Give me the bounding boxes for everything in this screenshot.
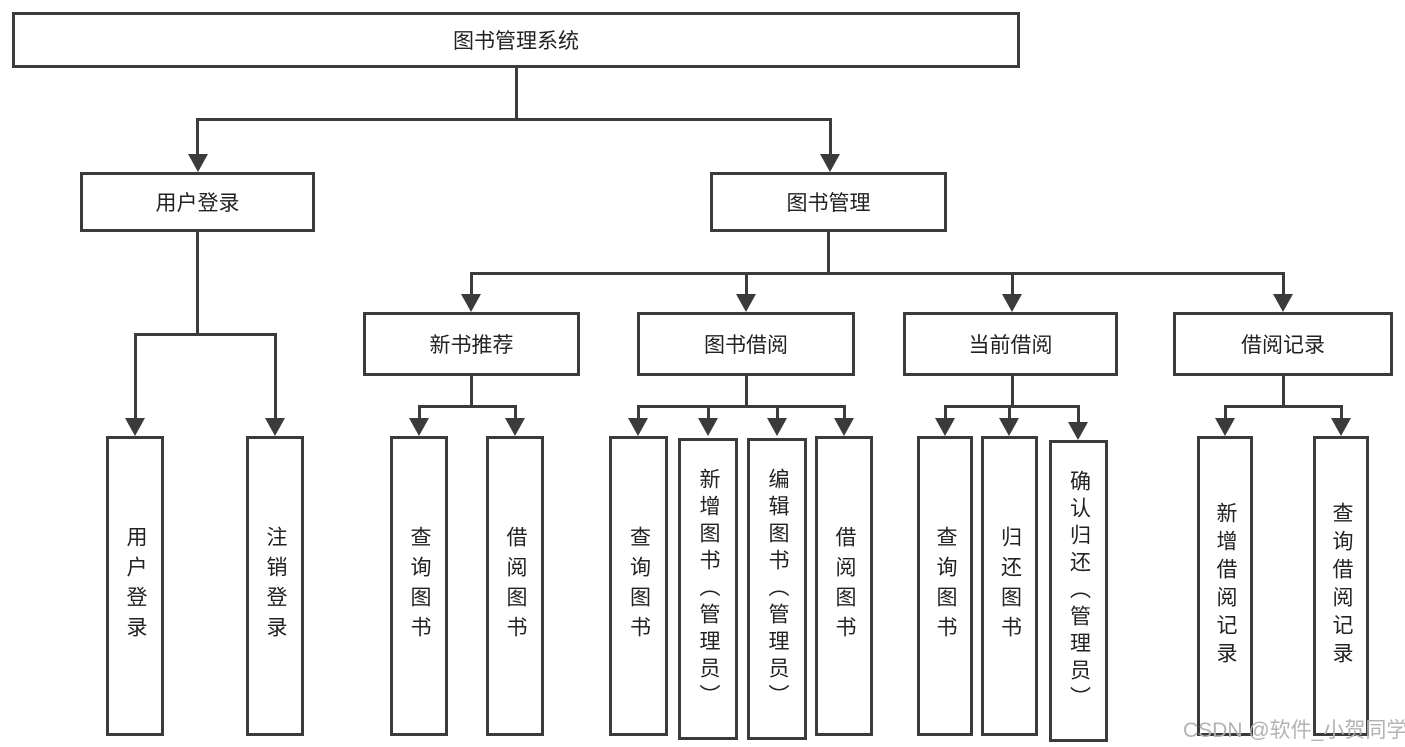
connector-stem-rec-add bbox=[1224, 405, 1227, 418]
arrowhead-rec-query bbox=[1331, 418, 1351, 436]
leaf-current-return-label: 归还图书 bbox=[998, 526, 1022, 646]
leaf-borrow-borrow-label: 借阅图书 bbox=[833, 526, 856, 646]
leaf-current-query: 查询图书 bbox=[917, 436, 973, 736]
connector-bookmgmt-hline bbox=[470, 272, 1285, 275]
connector-stem-bb-add bbox=[707, 405, 710, 418]
leaf-records-query: 查询借阅记录 bbox=[1313, 436, 1369, 736]
connector-stem-nb-query bbox=[418, 405, 421, 418]
connector-stem-new-book bbox=[470, 272, 473, 294]
connector-bookmgmt-vline bbox=[827, 232, 830, 272]
connector-records-vline bbox=[1282, 376, 1285, 405]
leaf-borrow-borrow: 借阅图书 bbox=[815, 436, 873, 736]
connector-stem-bb-query bbox=[637, 405, 640, 418]
leaf-current-return: 归还图书 bbox=[981, 436, 1038, 736]
connector-stem-leaf-logout bbox=[274, 333, 277, 418]
leaf-user-login: 用户登录 bbox=[106, 436, 164, 736]
leaf-records-query-label: 查询借阅记录 bbox=[1330, 502, 1353, 670]
leaf-borrow-query: 查询图书 bbox=[609, 436, 668, 736]
arrowhead-current-borrow bbox=[1002, 294, 1022, 312]
connector-newbook-hline bbox=[418, 405, 517, 408]
arrowhead-cb-query bbox=[935, 418, 955, 436]
leaf-current-query-label: 查询图书 bbox=[934, 526, 957, 646]
arrowhead-nb-borrow bbox=[505, 418, 525, 436]
node-user-login: 用户登录 bbox=[80, 172, 315, 232]
connector-stem-nb-borrow bbox=[514, 405, 517, 418]
leaf-borrow-edit-admin: 编辑图书（管理员） bbox=[747, 438, 807, 740]
arrowhead-user-login bbox=[188, 154, 208, 172]
node-borrow-records: 借阅记录 bbox=[1173, 312, 1393, 376]
connector-stem-borrow-records bbox=[1282, 272, 1285, 294]
leaf-user-login-label: 用户登录 bbox=[124, 526, 147, 646]
arrowhead-bb-edit bbox=[767, 418, 787, 436]
connector-stem-cb-confirm bbox=[1077, 405, 1080, 422]
connector-stem-current-borrow bbox=[1011, 272, 1014, 294]
arrowhead-bb-query bbox=[628, 418, 648, 436]
connector-stem-bb-edit bbox=[776, 405, 779, 418]
leaf-borrow-add-admin: 新增图书（管理员） bbox=[678, 438, 738, 740]
connector-bookborrow-vline bbox=[745, 376, 748, 405]
connector-stem-book-borrow bbox=[745, 272, 748, 294]
leaf-current-confirm-admin: 确认归还（管理员） bbox=[1049, 440, 1108, 742]
node-root-label: 图书管理系统 bbox=[453, 30, 579, 53]
connector-currentborrow-vline bbox=[1011, 376, 1014, 405]
connector-stem-cb-return bbox=[1008, 405, 1011, 418]
leaf-newbook-borrow-label: 借阅图书 bbox=[504, 526, 527, 646]
leaf-borrow-edit-admin-label: 编辑图书（管理员） bbox=[766, 467, 789, 711]
arrowhead-cb-return bbox=[999, 418, 1019, 436]
arrowhead-book-borrow bbox=[736, 294, 756, 312]
node-new-book-rec: 新书推荐 bbox=[363, 312, 580, 376]
node-book-borrow: 图书借阅 bbox=[637, 312, 855, 376]
connector-stem-user-login bbox=[196, 118, 199, 154]
node-new-book-rec-label: 新书推荐 bbox=[429, 334, 514, 357]
node-book-mgmt: 图书管理 bbox=[710, 172, 947, 232]
node-book-mgmt-label: 图书管理 bbox=[786, 192, 871, 215]
connector-currentborrow-hline bbox=[944, 405, 1080, 408]
arrowhead-nb-query bbox=[409, 418, 429, 436]
leaf-borrow-query-label: 查询图书 bbox=[627, 526, 651, 646]
node-borrow-records-label: 借阅记录 bbox=[1241, 334, 1325, 357]
arrowhead-cb-confirm bbox=[1068, 422, 1088, 440]
leaf-newbook-borrow: 借阅图书 bbox=[486, 436, 544, 736]
leaf-newbook-query-label: 查询图书 bbox=[408, 526, 431, 646]
connector-userlogin-hline bbox=[134, 333, 277, 336]
connector-records-hline bbox=[1224, 405, 1343, 408]
node-current-borrow: 当前借阅 bbox=[903, 312, 1118, 376]
connector-stem-book-mgmt bbox=[829, 118, 832, 154]
arrowhead-leaf-login bbox=[125, 418, 145, 436]
node-user-login-label: 用户登录 bbox=[155, 192, 240, 215]
arrowhead-book-mgmt bbox=[820, 154, 840, 172]
leaf-newbook-query: 查询图书 bbox=[390, 436, 448, 736]
leaf-current-confirm-admin-label: 确认归还（管理员） bbox=[1067, 469, 1091, 713]
connector-stem-bb-borrow bbox=[843, 405, 846, 418]
arrowhead-leaf-logout bbox=[265, 418, 285, 436]
connector-newbook-vline bbox=[470, 376, 473, 405]
connector-stem-rec-query bbox=[1340, 405, 1343, 418]
csdn-watermark: CSDN @软件_小贺同学 bbox=[1183, 719, 1405, 742]
leaf-logout: 注销登录 bbox=[246, 436, 304, 736]
node-book-borrow-label: 图书借阅 bbox=[704, 334, 788, 357]
connector-bookborrow-hline bbox=[637, 405, 846, 408]
connector-root-hline bbox=[196, 118, 832, 121]
arrowhead-borrow-records bbox=[1273, 294, 1293, 312]
node-root: 图书管理系统 bbox=[12, 12, 1020, 68]
connector-userlogin-vline bbox=[196, 232, 199, 333]
arrowhead-new-book bbox=[461, 294, 481, 312]
connector-stem-cb-query bbox=[944, 405, 947, 418]
arrowhead-bb-add bbox=[698, 418, 718, 436]
node-current-borrow-label: 当前借阅 bbox=[968, 334, 1053, 357]
arrowhead-bb-borrow bbox=[834, 418, 854, 436]
connector-stem-leaf-login bbox=[134, 333, 137, 418]
arrowhead-rec-add bbox=[1215, 418, 1235, 436]
leaf-borrow-add-admin-label: 新增图书（管理员） bbox=[697, 467, 720, 711]
leaf-logout-label: 注销登录 bbox=[264, 526, 287, 646]
leaf-records-add-label: 新增借阅记录 bbox=[1214, 502, 1237, 670]
connector-root-vline bbox=[515, 68, 518, 118]
leaf-records-add: 新增借阅记录 bbox=[1197, 436, 1253, 736]
